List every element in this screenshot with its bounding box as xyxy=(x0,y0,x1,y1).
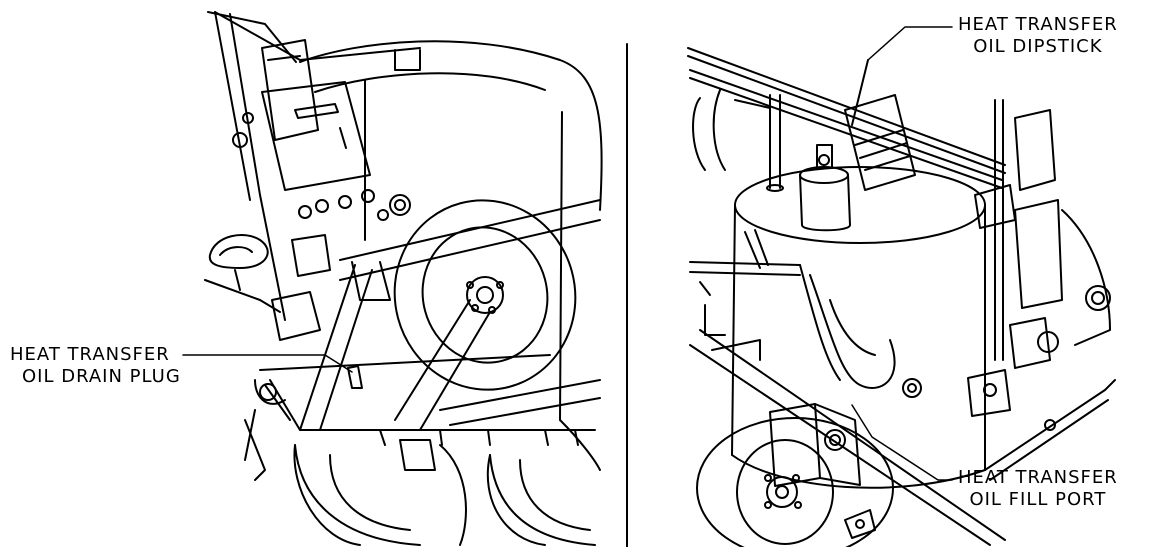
drain-plug-leader xyxy=(182,354,353,373)
dipstick-label-line1: HEAT TRANSFER xyxy=(958,14,1118,35)
fill-port-leader xyxy=(851,404,953,481)
dipstick-leader xyxy=(867,26,953,61)
drain-plug-callout: HEAT TRANSFER OIL DRAIN PLUG xyxy=(10,344,181,388)
fill-port-label-line1: HEAT TRANSFER xyxy=(958,467,1118,488)
dipstick-callout: HEAT TRANSFER OIL DIPSTICK xyxy=(958,14,1118,58)
leader-lines xyxy=(182,26,953,481)
left-view-machine xyxy=(204,11,603,546)
fill-port-callout: HEAT TRANSFER OIL FILL PORT xyxy=(958,467,1118,511)
dipstick-label-line2: OIL DIPSTICK xyxy=(973,36,1103,57)
drain-plug-label-line2: OIL DRAIN PLUG xyxy=(22,366,181,387)
fill-port-label-line2: OIL FILL PORT xyxy=(969,489,1107,510)
right-view-machine xyxy=(687,47,1116,547)
drain-plug-label-line1: HEAT TRANSFER xyxy=(10,344,170,365)
